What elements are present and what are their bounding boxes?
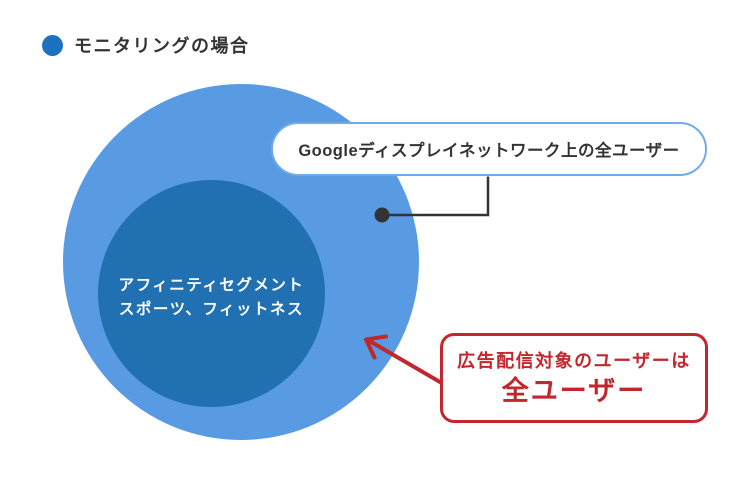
annotation-line2: 全ユーザー xyxy=(501,376,647,406)
bullet-dot-icon xyxy=(42,34,63,56)
inner-circle-label-line1: アフィニティセグメント xyxy=(118,276,305,294)
callout-gdn-users: Googleディスプレイネットワーク上の全ユーザー xyxy=(271,122,707,176)
annotation-line1: 広告配信対象のユーザーは xyxy=(457,351,691,371)
annotation-box-ad-target: 広告配信対象のユーザーは 全ユーザー xyxy=(440,333,708,423)
inner-circle-label: アフィニティセグメント スポーツ、フィットネス xyxy=(119,266,305,322)
callout-gdn-users-label: Googleディスプレイネットワーク上の全ユーザー xyxy=(298,142,680,160)
page-title: モニタリングの場合 xyxy=(74,36,250,56)
inner-circle-affinity-segment: アフィニティセグメント スポーツ、フィットネス xyxy=(98,180,325,407)
diagram-title: モニタリングの場合 xyxy=(42,32,250,58)
inner-circle-label-line2: スポーツ、フィットネス xyxy=(118,300,305,318)
